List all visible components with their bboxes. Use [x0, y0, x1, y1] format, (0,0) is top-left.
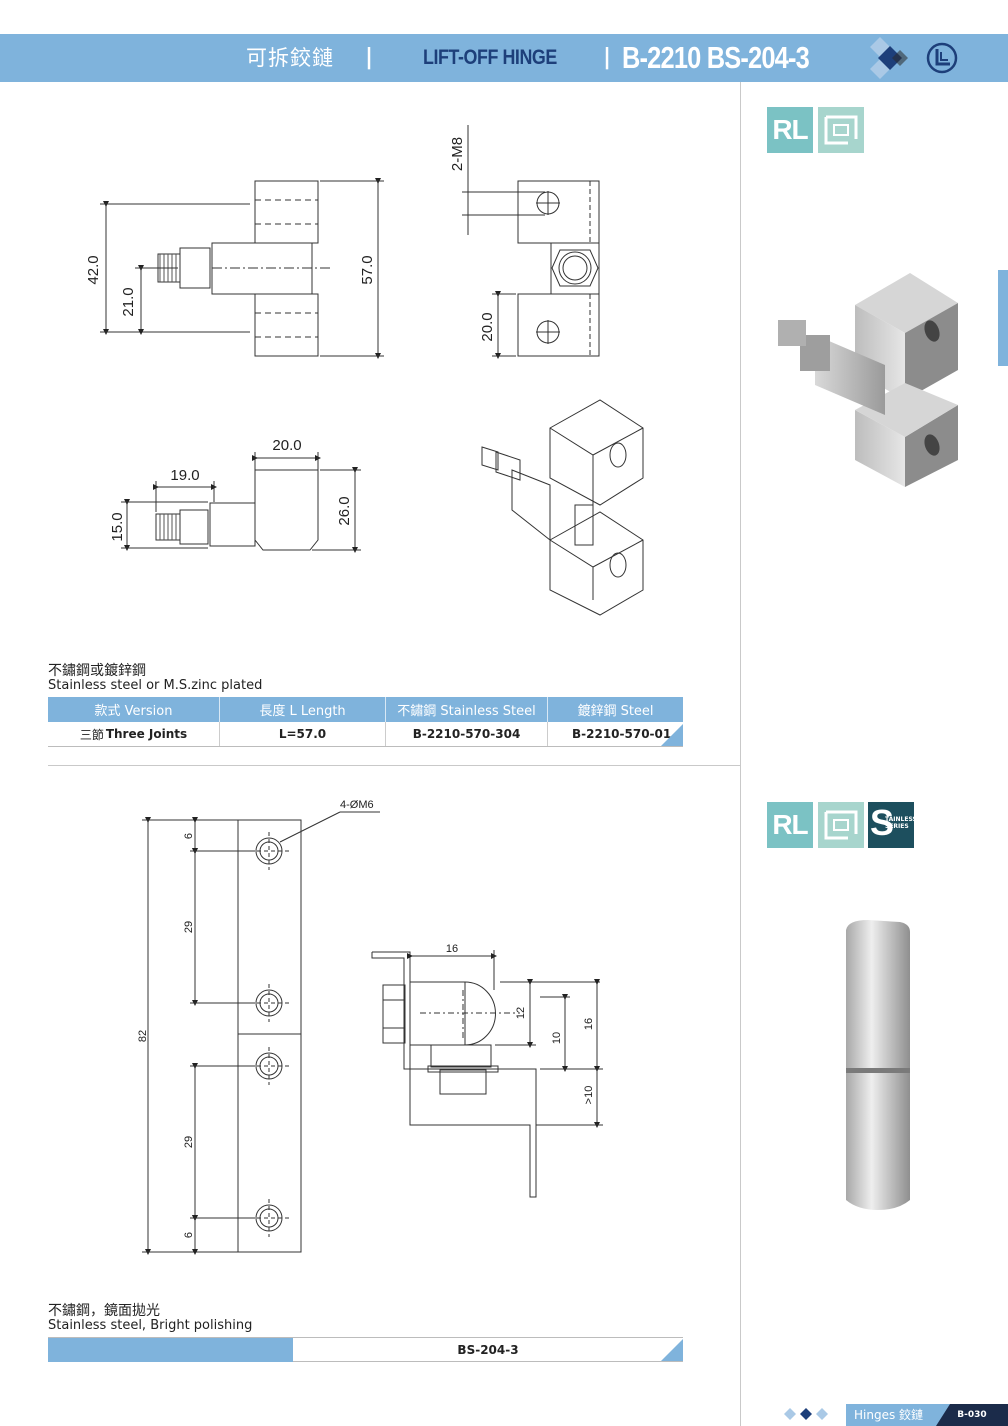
material-chinese-2: 不鏽鋼，鏡面拋光	[48, 1303, 160, 1319]
badge-s-text: TAINLESS SERIES	[885, 816, 917, 830]
cell-version-cn: 三節	[79, 727, 104, 742]
hinge-product-image	[778, 273, 958, 487]
model-table-band	[48, 1338, 293, 1362]
col-length: 長度 L Length	[219, 697, 385, 722]
cell-steel: B-2210-570-01	[547, 722, 683, 746]
title-english: LIFT-OFF HINGE	[423, 46, 557, 69]
dim-29-bottom: 29	[183, 1136, 195, 1148]
dim-2m8: 2-M8	[449, 137, 466, 171]
material-chinese-1: 不鏽鋼或鍍鋅鋼	[48, 663, 146, 679]
lift-off-type-icon	[818, 107, 864, 153]
lift-off-type-icon-2	[818, 802, 864, 848]
dim-holes: 4-ØM6	[340, 799, 374, 811]
cell-stainless: B-2210-570-304	[385, 722, 547, 746]
footer-category: Hinges 鉸鏈	[854, 1408, 924, 1422]
side-tab	[998, 270, 1008, 366]
model-cell: BS-204-3	[457, 1343, 519, 1357]
pin-hinge-product-image	[846, 920, 910, 1210]
dim-26: 26.0	[336, 496, 353, 525]
technical-drawings: 42.0 21.0 57.0 2-M8 20.0 20.0 19.0 15.0 …	[85, 125, 644, 1255]
dim-20-width: 20.0	[272, 437, 301, 454]
model-table: BS-204-3	[48, 1337, 683, 1362]
material-english-2: Stainless steel, Bright polishing	[48, 1318, 253, 1333]
rl-badge-2: RL	[767, 802, 813, 848]
model-separator: |	[603, 45, 612, 70]
stainless-series-badge: S TAINLESS SERIES	[868, 802, 917, 848]
column-divider	[740, 82, 741, 1426]
section-divider	[48, 765, 740, 766]
footer-diamonds-icon	[784, 1408, 828, 1420]
dim-6-bottom: 6	[183, 1232, 195, 1238]
dim-19: 19.0	[170, 467, 199, 484]
col-stainless: 不鏽鋼 Stainless Steel	[385, 697, 547, 722]
dim-10: 10	[551, 1032, 563, 1044]
dim-20: 20.0	[479, 312, 496, 341]
corner-triangle-icon	[661, 1339, 683, 1361]
dim-6-top: 6	[183, 833, 195, 839]
col-steel: 鍍鋅鋼 Steel	[547, 697, 683, 722]
rl-badge: RL	[767, 107, 813, 153]
material-english-1: Stainless steel or M.S.zinc plated	[48, 678, 263, 693]
title-separator: |	[365, 45, 374, 70]
page-number: B-030	[936, 1404, 1008, 1426]
cell-length: L=57.0	[219, 722, 385, 746]
dim-gt10: >10	[583, 1086, 595, 1105]
dim-16-width: 16	[446, 943, 458, 955]
corner-triangle-icon	[661, 724, 683, 746]
dim-29-top: 29	[183, 921, 195, 933]
header-diamonds-icon	[870, 37, 908, 79]
cell-version-en: Three Joints	[105, 727, 188, 741]
company-logo-icon	[926, 42, 958, 74]
dim-16-height: 16	[583, 1018, 595, 1030]
dim-12: 12	[515, 1007, 527, 1019]
dim-42: 42.0	[85, 255, 102, 284]
model-numbers: B-2210 BS-204-3	[622, 40, 810, 75]
spec-table: 款式 Version 長度 L Length 不鏽鋼 Stainless Ste…	[48, 697, 683, 747]
dim-57: 57.0	[359, 255, 376, 284]
badge-s-letter: S	[870, 802, 895, 843]
dim-15: 15.0	[109, 512, 126, 541]
dim-82: 82	[137, 1030, 149, 1042]
dim-21: 21.0	[120, 287, 137, 316]
title-chinese: 可拆鉸鏈	[246, 46, 334, 70]
col-version: 款式 Version	[94, 704, 173, 719]
spec-table-header: 款式 Version 長度 L Length 不鏽鋼 Stainless Ste…	[48, 697, 683, 722]
header-bar	[0, 34, 1008, 82]
